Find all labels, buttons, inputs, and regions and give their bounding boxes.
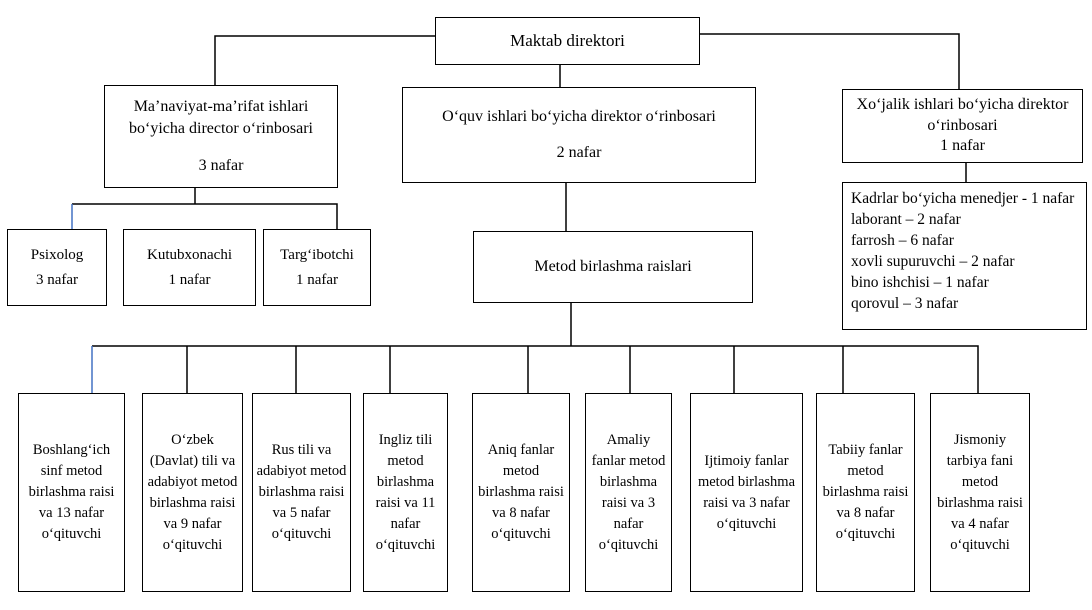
org-box-metod-unit-ingliz: Ingliz tili metod birlashma raisi va 11 … <box>363 393 448 592</box>
unit-text: Amaliy fanlar metod birlashma raisi va 3… <box>591 431 666 553</box>
org-box-director: Maktab direktori <box>435 17 700 65</box>
org-box-metod-unit-jismoniy: Jismoniy tarbiya fani metod birlashma ra… <box>930 393 1030 592</box>
org-box-kutubxonachi: Kutubxonachi 1 nafar <box>123 229 256 306</box>
kadrlar-line: Kadrlar bo‘yicha menedjer - 1 nafar <box>851 190 1075 207</box>
org-box-metod-unit-amaliy: Amaliy fanlar metod birlashma raisi va 3… <box>585 393 672 592</box>
connector-black-lines <box>72 33 979 393</box>
director-title: Maktab direktori <box>510 31 625 51</box>
staff-title: Targ‘ibotchi <box>280 246 354 263</box>
deputy-title: Xo‘jalik ishlari bo‘yicha direktor o‘rin… <box>856 95 1069 134</box>
kadrlar-line: xovli supuruvchi – 2 nafar <box>851 253 1015 270</box>
staff-count: 1 nafar <box>168 271 211 288</box>
org-box-metod-unit-ijtimoiy: Ijtimoiy fanlar metod birlashma raisi va… <box>690 393 803 592</box>
staff-title: Kutubxonachi <box>147 246 232 263</box>
org-box-kadrlar-list: Kadrlar bo‘yicha menedjer - 1 nafar labo… <box>842 182 1087 330</box>
unit-text: Tabiiy fanlar metod birlashma raisi va 8… <box>822 442 909 542</box>
kadrlar-line: laborant – 2 nafar <box>851 211 961 228</box>
org-box-targibotchi: Targ‘ibotchi 1 nafar <box>263 229 371 306</box>
org-box-metod-unit-aniq: Aniq fanlar metod birlashma raisi va 8 n… <box>472 393 570 592</box>
org-box-metod-raislari: Metod birlashma raislari <box>473 231 753 303</box>
deputy-count: 2 nafar <box>556 144 602 161</box>
unit-text: Boshlang‘ich sinf metod birlashma raisi … <box>28 442 115 542</box>
deputy-count: 3 nafar <box>198 156 244 174</box>
unit-text: Jismoniy tarbiya fani metod birlashma ra… <box>937 431 1023 553</box>
staff-count: 1 nafar <box>295 271 339 288</box>
connector-accent-lines <box>71 204 93 393</box>
org-box-metod-unit-tabiiy: Tabiiy fanlar metod birlashma raisi va 8… <box>816 393 915 592</box>
kadrlar-line: bino ishchisi – 1 nafar <box>851 274 989 291</box>
deputy-title: O‘quv ishlari bo‘yicha direktor o‘rinbos… <box>442 107 716 125</box>
unit-text: Rus tili va adabiyot metod birlashma rai… <box>256 442 347 542</box>
staff-title: Psixolog <box>30 246 84 263</box>
org-box-deputy-manaviyat: Ma’naviyat-ma’rifat ishlari bo‘yicha dir… <box>104 85 338 188</box>
kadrlar-line: farrosh – 6 nafar <box>851 232 954 249</box>
staff-count: 3 nafar <box>35 271 79 288</box>
org-box-metod-unit-boshlangich: Boshlang‘ich sinf metod birlashma raisi … <box>18 393 125 592</box>
kadrlar-line: qorovul – 3 nafar <box>851 295 959 312</box>
metod-title: Metod birlashma raislari <box>534 257 692 275</box>
unit-text: Ingliz tili metod birlashma raisi va 11 … <box>375 431 436 553</box>
org-box-metod-unit-ozbek: O‘zbek (Davlat) tili va adabiyot metod b… <box>142 393 243 592</box>
unit-text: Ijtimoiy fanlar metod birlashma raisi va… <box>697 452 796 532</box>
org-box-deputy-xojalik: Xo‘jalik ishlari bo‘yicha direktor o‘rin… <box>842 89 1083 163</box>
deputy-count: 1 nafar <box>940 137 985 155</box>
unit-text: Aniq fanlar metod birlashma raisi va 8 n… <box>478 442 564 542</box>
org-box-deputy-oquv: O‘quv ishlari bo‘yicha direktor o‘rinbos… <box>402 87 756 183</box>
org-box-psixolog: Psixolog 3 nafar <box>7 229 107 306</box>
unit-text: O‘zbek (Davlat) tili va adabiyot metod b… <box>147 431 238 553</box>
org-box-metod-unit-rus: Rus tili va adabiyot metod birlashma rai… <box>252 393 351 592</box>
deputy-title: Ma’naviyat-ma’rifat ishlari bo‘yicha dir… <box>129 97 313 138</box>
